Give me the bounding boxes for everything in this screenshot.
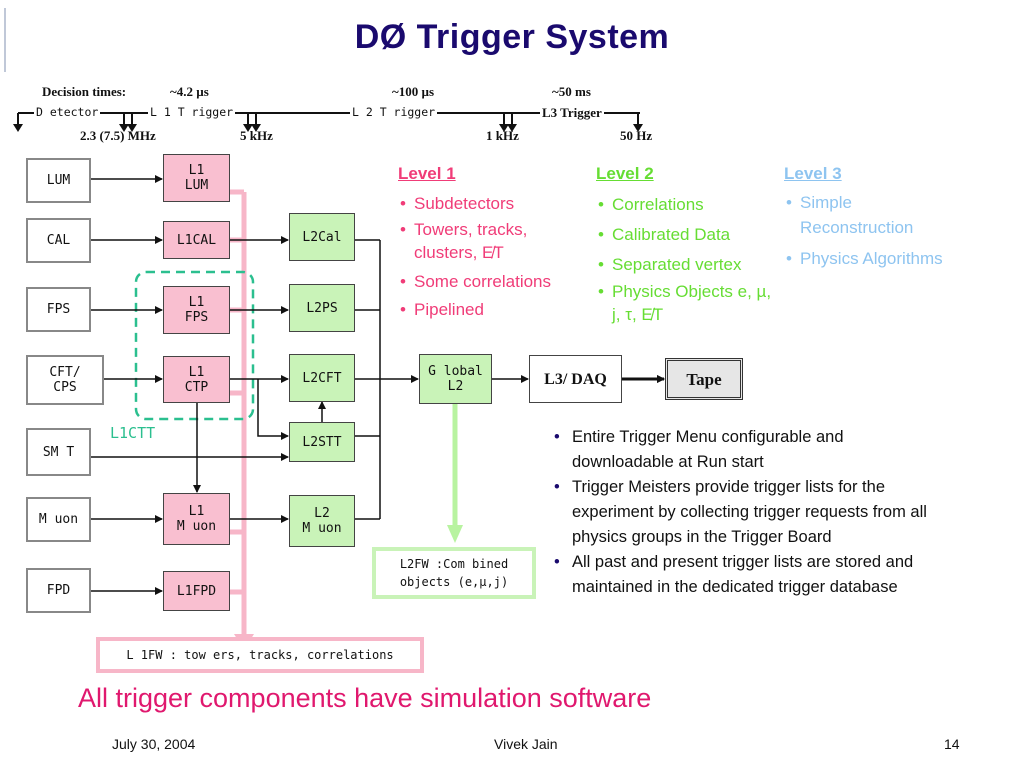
detector-fpd: FPD	[26, 568, 91, 613]
level1-item: Pipelined	[398, 296, 593, 324]
level2-title: Level 2	[596, 164, 654, 183]
notes-list: Entire Trigger Menu configurable and dow…	[552, 425, 947, 600]
level3-column: Level 3 Simple Reconstruction Physics Al…	[784, 164, 954, 271]
tagline: All trigger components have simulation s…	[78, 683, 652, 713]
l1fw-label: L 1FW : tow ers, tracks, correlations	[96, 637, 424, 673]
level1-title: Level 1	[398, 164, 456, 183]
slide-title: DØ Trigger System	[354, 18, 670, 56]
detector-lum: LUM	[26, 158, 91, 203]
rate-detector: 2.3 (7.5) MHz	[80, 128, 156, 143]
l1-fps-box: L1 FPS	[163, 286, 230, 334]
level3-item: Simple Reconstruction	[784, 190, 954, 240]
l1ctt-label: L1CTT	[110, 424, 156, 442]
footer-author: Vivek Jain	[494, 736, 558, 752]
rate-l2: 1 kHz	[486, 128, 519, 143]
l2-cal-box: L2Cal	[289, 213, 355, 261]
detector-fps: FPS	[26, 287, 91, 332]
stage-l2: L 2 T rigger	[350, 105, 438, 119]
l1-decision-time: ~4.2 µs	[170, 84, 209, 99]
l3-decision-time: ~50 ms	[552, 84, 591, 99]
level2-item: Physics Objects e, µ, j, τ, E̸T	[596, 280, 782, 326]
note-item: Entire Trigger Menu configurable and dow…	[552, 425, 947, 475]
l2-muon-box: L2 M uon	[289, 495, 355, 547]
l2-cft-box: L2CFT	[289, 354, 355, 402]
detector-cft-cps: CFT/ CPS	[26, 355, 104, 405]
rate-l1: 5 kHz	[240, 128, 273, 143]
detector-muon: M uon	[26, 497, 91, 542]
detector-smt: SM T	[26, 428, 91, 476]
global-l2-box: G lobal L2	[419, 354, 492, 404]
note-item: Trigger Meisters provide trigger lists f…	[552, 475, 947, 550]
stage-detector: D etector	[34, 105, 101, 119]
l1-fpd-box: L1FPD	[163, 571, 230, 611]
l1-lum-box: L1 LUM	[163, 154, 230, 202]
stage-l3: L3 Trigger	[540, 105, 604, 121]
footer-date: July 30, 2004	[112, 736, 196, 752]
level1-item: Subdetectors	[398, 190, 593, 218]
rate-l3: 50 Hz	[620, 128, 653, 143]
l2-ps-box: L2PS	[289, 284, 355, 332]
footer-page: 14	[944, 736, 960, 752]
stage-l1: L 1 T rigger	[148, 105, 236, 119]
note-item: All past and present trigger lists are s…	[552, 550, 947, 600]
l3-daq-box: L3/ DAQ	[529, 355, 622, 403]
l2-decision-time: ~100 µs	[392, 84, 435, 99]
l1-muon-box: L1 M uon	[163, 493, 230, 545]
l1-cal-box: L1CAL	[163, 221, 230, 259]
l2-stt-box: L2STT	[289, 422, 355, 462]
level2-column: Level 2 Correlations Calibrated Data Sep…	[596, 164, 786, 326]
level1-item: Some correlations	[398, 268, 593, 296]
level2-item: Separated vertex	[596, 250, 786, 280]
decision-times-label: Decision times:	[42, 84, 127, 99]
level2-item: Calibrated Data	[596, 220, 786, 250]
l2fw-label: L2FW :Com bined objects (e,µ,j)	[372, 547, 536, 599]
level1-column: Level 1 Subdetectors Towers, tracks, clu…	[398, 164, 593, 324]
level2-item: Correlations	[596, 190, 786, 220]
tape-box: Tape	[665, 358, 743, 400]
left-accent-bar	[4, 8, 6, 72]
detector-cal: CAL	[26, 218, 91, 263]
level3-title: Level 3	[784, 164, 842, 183]
l1-ctp-box: L1 CTP	[163, 356, 230, 403]
level3-item: Physics Algorithms	[784, 246, 954, 271]
level1-item: Towers, tracks, clusters, E̸T	[398, 218, 593, 264]
